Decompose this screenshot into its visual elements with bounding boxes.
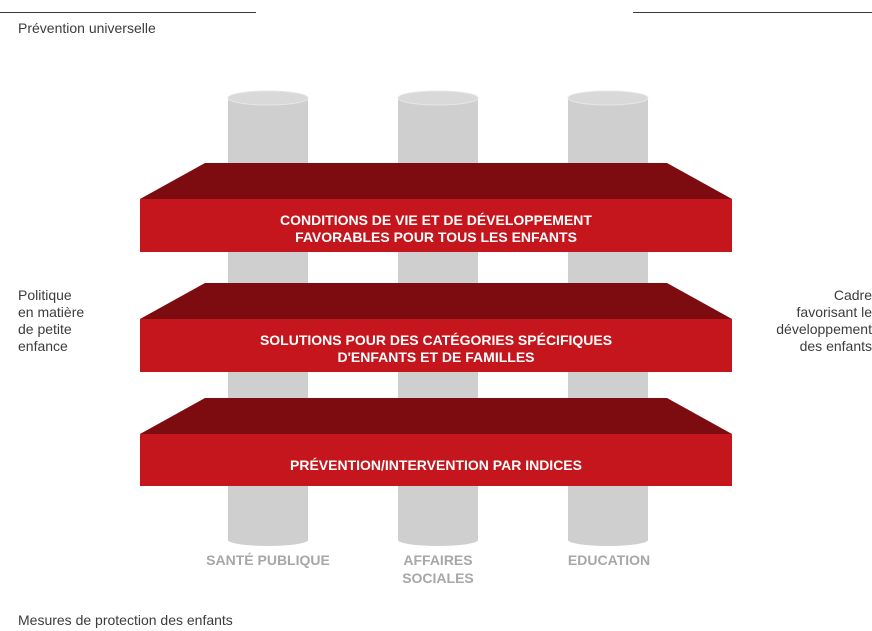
pillar-label-line: EDUCATION bbox=[567, 552, 651, 568]
top-left-rule bbox=[0, 12, 256, 13]
band-3-top bbox=[140, 398, 732, 434]
band-1-text-line: FAVORABLES POUR TOUS LES ENFANTS bbox=[295, 229, 577, 245]
right-side-label-line: des enfants bbox=[799, 338, 872, 354]
left-side-label: Politique en matière de petite enfance bbox=[18, 287, 84, 355]
pillar-label-public-health: SANTÉ PUBLIQUE bbox=[188, 551, 348, 569]
band-2-text-line: SOLUTIONS POUR DES CATÉGORIES SPÉCIFIQUE… bbox=[259, 332, 613, 348]
band-2-top bbox=[140, 283, 732, 319]
pillar-cap-education bbox=[567, 90, 649, 106]
band-1-top bbox=[140, 163, 732, 199]
right-side-label: Cadre favorisant le développement des en… bbox=[776, 287, 872, 355]
pillar-label-line: SOCIALES bbox=[402, 570, 474, 586]
pillar-label-line: AFFAIRES bbox=[403, 552, 473, 568]
band-2-front bbox=[140, 319, 732, 372]
left-side-label-line: de petite bbox=[18, 321, 72, 337]
top-label: Prévention universelle bbox=[18, 20, 156, 36]
bottom-label: Mesures de protection des enfants bbox=[18, 612, 233, 628]
band-2-text-line: D'ENFANTS ET DE FAMILLES bbox=[337, 349, 535, 365]
band-1-front bbox=[140, 199, 732, 252]
band-2-text: SOLUTIONS POUR DES CATÉGORIES SPÉCIFIQUE… bbox=[140, 332, 732, 366]
left-side-label-line: enfance bbox=[18, 338, 68, 354]
band-1-text-line: CONDITIONS DE VIE ET DE DÉVELOPPEMENT bbox=[280, 212, 592, 228]
pillar-base-education bbox=[568, 534, 648, 546]
band-1-text: CONDITIONS DE VIE ET DE DÉVELOPPEMENT FA… bbox=[140, 212, 732, 246]
pillar-label-social-affairs: AFFAIRES SOCIALES bbox=[358, 551, 518, 587]
pillar-base-social-affairs bbox=[398, 534, 478, 546]
pillar-cap-social-affairs bbox=[397, 90, 479, 106]
pillar-label-line: SANTÉ PUBLIQUE bbox=[206, 552, 330, 568]
right-side-label-line: développement bbox=[776, 321, 872, 337]
right-side-label-line: favorisant le bbox=[796, 304, 872, 320]
pillar-cap-public-health bbox=[227, 90, 309, 106]
band-3-text-line: PRÉVENTION/INTERVENTION PAR INDICES bbox=[290, 457, 582, 473]
band-3-text: PRÉVENTION/INTERVENTION PAR INDICES bbox=[140, 457, 732, 474]
left-side-label-line: Politique bbox=[18, 287, 72, 303]
band-3-front bbox=[140, 434, 732, 486]
pillar-label-education: EDUCATION bbox=[529, 551, 689, 569]
right-side-label-line: Cadre bbox=[833, 287, 872, 303]
pillar-base-public-health bbox=[228, 534, 308, 546]
left-side-label-line: en matière bbox=[18, 304, 85, 320]
top-right-rule bbox=[633, 12, 872, 13]
